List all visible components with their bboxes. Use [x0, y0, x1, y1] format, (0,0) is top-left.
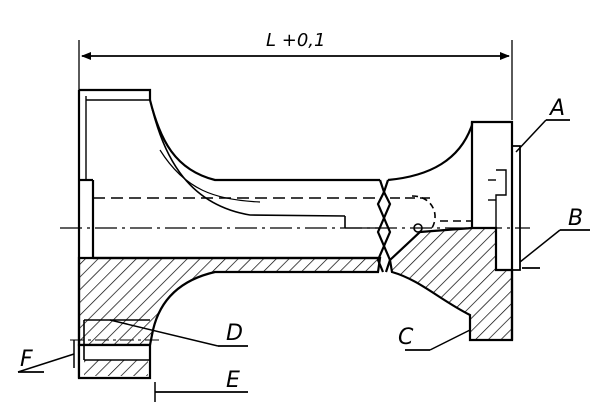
- label-f-leader: F: [17, 340, 75, 373]
- label-c-leader: C: [398, 325, 471, 351]
- label-e: E: [226, 368, 240, 393]
- label-a-leader: A: [515, 96, 570, 153]
- label-e-leader: E: [154, 368, 248, 402]
- label-f: F: [20, 347, 33, 372]
- label-a: A: [548, 96, 565, 121]
- left-lug: [70, 319, 160, 380]
- right-hatched-section: [388, 226, 514, 342]
- label-d-leader: D: [109, 319, 248, 347]
- label-c: C: [398, 325, 414, 350]
- label-d: D: [226, 321, 243, 346]
- right-flange-section: [382, 120, 521, 340]
- dimension-label: L +0,1: [266, 30, 325, 51]
- label-b: B: [568, 206, 583, 231]
- length-dimension: L +0,1: [78, 30, 513, 120]
- label-b-leader: B: [519, 206, 590, 269]
